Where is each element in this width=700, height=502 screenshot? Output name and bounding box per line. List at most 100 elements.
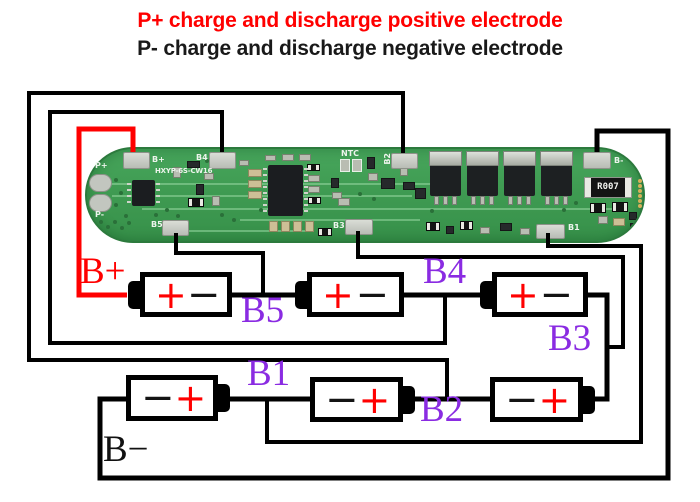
- copper-trace: [142, 208, 612, 210]
- battery-terminal-nub: [128, 280, 140, 309]
- smd-component: [187, 161, 200, 168]
- smd-component: [338, 198, 350, 206]
- smd-component: [460, 221, 473, 230]
- smd-component: [630, 223, 640, 232]
- smd-component: [248, 169, 262, 177]
- smd-component: [282, 154, 294, 161]
- smd-component: [612, 202, 628, 212]
- smd-component: [307, 164, 320, 171]
- minus-symbol: −: [186, 271, 221, 318]
- copper-trace: [187, 230, 307, 232]
- b4-sense-wire: [48, 110, 447, 345]
- smd-component: [212, 196, 220, 206]
- pcb-pad-b-minus: [583, 152, 611, 169]
- pcb-silk-b3: B3: [333, 221, 345, 230]
- ic-main-chip: [263, 165, 308, 216]
- cell-label-b-minus: B−: [103, 429, 149, 470]
- smd-component: [446, 226, 454, 234]
- minus-symbol: −: [539, 271, 573, 318]
- via-dot: [114, 178, 118, 182]
- via-dot: [113, 220, 117, 224]
- b-plus-wire: [76, 126, 136, 298]
- smd-component: [305, 221, 314, 232]
- smd-component: [173, 167, 181, 178]
- smd-component: [188, 198, 204, 207]
- battery-cell-bottom-1: −+: [126, 375, 230, 421]
- cell-label-b-plus: B+: [80, 251, 126, 292]
- via-dot: [372, 197, 376, 201]
- smd-component: [332, 192, 342, 199]
- minus-symbol: −: [355, 271, 389, 318]
- via-dot: [120, 226, 124, 230]
- battery-terminal-nub: [480, 280, 492, 309]
- mosfet-4: [540, 151, 573, 209]
- via-dot: [430, 209, 434, 213]
- via-dot: [114, 203, 118, 207]
- ntc-pad: [340, 159, 350, 172]
- via-dot: [127, 221, 131, 225]
- battery-terminal-nub: [295, 280, 307, 309]
- cell-label-b4: B4: [423, 251, 467, 292]
- battery-cell-top-1: +−: [128, 271, 232, 318]
- smd-component: [500, 223, 512, 231]
- pcb-pad-b4: [209, 152, 236, 169]
- via-dot: [124, 214, 128, 218]
- smd-component: [248, 180, 262, 188]
- via-dot: [176, 214, 180, 218]
- smd-component: [318, 228, 332, 236]
- smd-component: [196, 184, 204, 195]
- smd-component: [598, 216, 608, 224]
- plus-symbol: +: [322, 272, 354, 317]
- plus-symbol: +: [507, 272, 539, 317]
- b2-sense-wire: [27, 91, 449, 399]
- smd-component: [426, 222, 440, 231]
- smd-component: [269, 221, 278, 232]
- smd-component: [520, 228, 530, 235]
- copper-trace: [240, 219, 420, 221]
- battery-terminal-nub: [403, 385, 415, 414]
- battery-cell-top-3: +−: [480, 271, 588, 318]
- cell-label-b5: B5: [241, 290, 285, 331]
- pcb-pad-b-plus: [123, 152, 150, 169]
- smd-component: [381, 178, 395, 189]
- plus-symbol: +: [174, 376, 207, 420]
- b5-sense-wire: [174, 233, 265, 295]
- cell-label-b2: B2: [420, 389, 464, 430]
- pcb-silk-b5: B5: [151, 220, 163, 229]
- pcb-board: P+ P- B+ B4 B2 B- B5 B3 B1 HXYP-6S-CW16 …: [85, 147, 645, 243]
- smd-component: [331, 178, 339, 188]
- smd-component: [293, 221, 302, 232]
- header-positive-electrode: P+ charge and discharge positive electro…: [137, 9, 563, 32]
- pcb-silk-b-plus: B+: [152, 155, 165, 164]
- pcb-silk-b-minus: B-: [614, 156, 624, 165]
- smd-component: [613, 218, 625, 226]
- p-minus-pad: [89, 194, 112, 212]
- pcb-silk-b1: B1: [568, 223, 580, 232]
- minus-symbol: −: [505, 376, 539, 423]
- via-dot: [106, 225, 110, 229]
- minus-symbol: −: [325, 376, 359, 423]
- mosfet-3: [503, 151, 536, 209]
- cell-label-b1: B1: [247, 353, 291, 394]
- mosfet-1: [429, 151, 462, 209]
- smd-component: [415, 188, 426, 199]
- via-dot: [574, 201, 578, 205]
- smd-component: [367, 157, 375, 169]
- mosfet-2: [466, 151, 499, 209]
- header-negative-electrode: P- charge and discharge negative electro…: [137, 37, 563, 60]
- p-plus-silk-label: P+: [95, 161, 108, 170]
- cell-label-b3: B3: [548, 318, 592, 359]
- via-dot: [358, 192, 362, 196]
- via-dot: [205, 159, 209, 163]
- smd-component: [403, 182, 415, 190]
- plus-symbol: +: [155, 272, 187, 317]
- smd-component: [281, 221, 290, 232]
- ntc-silk-label: NTC: [341, 149, 360, 158]
- smd-component: [590, 203, 606, 213]
- copper-trace: [112, 195, 412, 197]
- b3-sense-wire: [356, 231, 625, 349]
- plus-symbol: +: [358, 377, 391, 422]
- battery-cell-bottom-3: −+: [490, 376, 595, 423]
